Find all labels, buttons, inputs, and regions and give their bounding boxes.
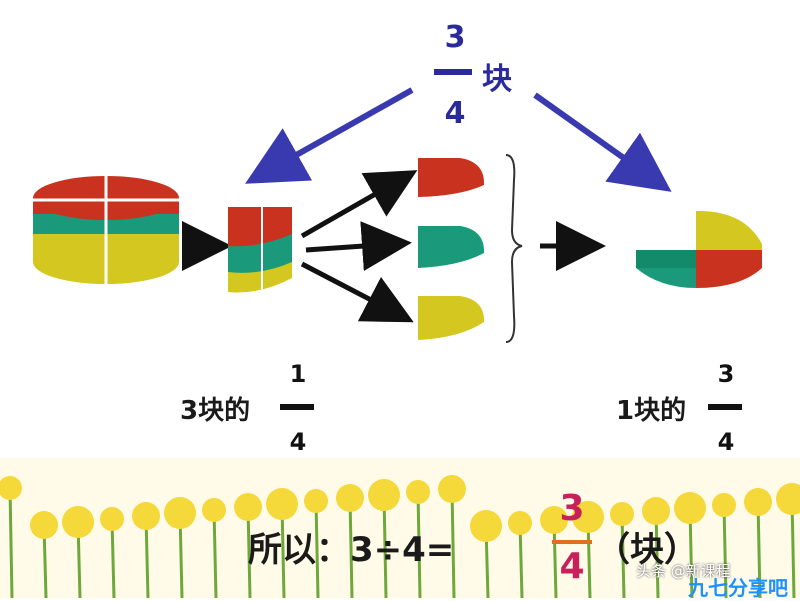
stacked-quarter-piece xyxy=(228,207,292,293)
top-fraction-unit: 块 xyxy=(482,54,512,98)
blue-arrow-left xyxy=(266,90,412,172)
blue-arrow-right xyxy=(535,95,652,178)
equation-denominator: 4 xyxy=(556,546,588,587)
equation-numerator: 3 xyxy=(556,488,588,529)
quarter-piece-red xyxy=(418,158,484,197)
three-quarter-cake xyxy=(636,211,762,288)
right-fraction-bar xyxy=(708,404,742,410)
curly-brace xyxy=(506,155,522,342)
top-fraction-numerator: 3 xyxy=(440,20,470,55)
black-arrow-up xyxy=(302,180,400,236)
left-fraction-bar xyxy=(280,404,314,410)
quarter-piece-yellow xyxy=(418,296,484,340)
black-arrow-down xyxy=(302,264,396,313)
left-label-numerator: 1 xyxy=(284,360,312,388)
top-fraction-bar xyxy=(434,69,472,75)
black-arrow-mid xyxy=(306,244,392,250)
stacked-cake-whole xyxy=(33,176,179,290)
left-label-prefix: 3块的 xyxy=(180,390,250,427)
right-label-denominator: 4 xyxy=(712,428,740,456)
top-fraction-denominator: 4 xyxy=(440,96,470,131)
equation-fraction-bar xyxy=(552,540,592,544)
brand-logo-text: 九七分享吧 xyxy=(688,572,788,601)
quarter-piece-teal xyxy=(418,226,484,268)
right-label-numerator: 3 xyxy=(712,360,740,388)
right-label-prefix: 1块的 xyxy=(616,390,686,427)
equation-prefix: 所以：3÷4= xyxy=(248,522,454,571)
left-label-denominator: 4 xyxy=(284,428,312,456)
